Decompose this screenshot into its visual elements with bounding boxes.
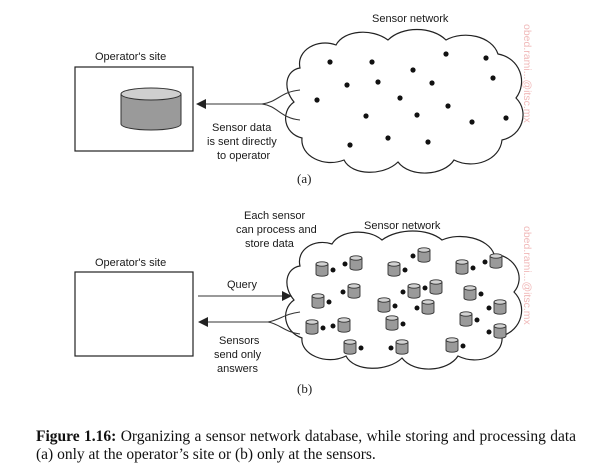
arrow-label-a-line2: is sent directly (207, 136, 277, 148)
sensor-node (414, 299, 435, 315)
operator-site-label-b: Operator's site (95, 257, 166, 269)
sensor-node (385, 315, 406, 331)
sensor-note-line3: store data (245, 238, 295, 250)
sensor-node (342, 255, 363, 271)
sensor-node (486, 323, 507, 339)
sensor-network-label-a: Sensor network (372, 13, 449, 25)
answers-label-line1: Sensors (219, 335, 260, 347)
panel-b-sublabel: (b) (297, 381, 312, 396)
sensor-node (377, 297, 398, 313)
sensor-node (400, 283, 421, 299)
arrow-label-a-line1: Sensor data (212, 122, 272, 134)
panel-b: Operator's site Each sensor can process … (74, 210, 533, 396)
watermark-b: obed.rami...@itsc.mx (521, 226, 533, 326)
sensor-note-line2: can process and (236, 224, 317, 236)
answers-label-line2: send only (214, 349, 262, 361)
panel-a-sublabel: (a) (297, 171, 311, 186)
sensor-node (445, 337, 466, 353)
sensor-node (315, 261, 336, 277)
sensor-node (463, 285, 484, 301)
sensor-node (311, 293, 332, 309)
sensor-node (410, 247, 431, 263)
query-arrow (198, 291, 292, 301)
sensor-node (455, 259, 476, 275)
operator-site-label-a: Operator's site (95, 51, 166, 63)
sensor-node (422, 279, 443, 295)
query-label: Query (227, 279, 257, 291)
sensor-network-cloud-a (285, 29, 524, 174)
panel-a: Operator's site Sensor network Sensor da… (74, 13, 533, 186)
sensor-dots-a (314, 51, 509, 148)
operator-site-box-b (74, 271, 194, 357)
sensor-nodes-b (305, 247, 507, 355)
answers-arrow (198, 311, 301, 335)
sensor-note-line1: Each sensor (244, 210, 305, 222)
sensor-node (388, 339, 409, 355)
figure-number: Figure 1.16: (36, 428, 117, 445)
sensor-node (330, 317, 351, 333)
sensor-node (340, 283, 361, 299)
sensor-node (459, 311, 480, 327)
sensor-node (486, 299, 507, 315)
arrow-label-a-line3: to operator (217, 150, 271, 162)
caption-text: Organizing a sensor network database, wh… (36, 428, 577, 463)
sensor-network-label-b: Sensor network (364, 220, 441, 232)
data-flow-arrow-a (196, 89, 301, 121)
sensor-node (482, 253, 503, 269)
figure-caption: Figure 1.16: Organizing a sensor network… (36, 428, 576, 464)
sensor-node (305, 319, 326, 335)
watermark-a: obed.rami...@itsc.mx (521, 24, 533, 124)
answers-label-line3: answers (217, 363, 258, 375)
sensor-node (387, 261, 408, 277)
database-icon (120, 87, 182, 131)
sensor-node (343, 339, 364, 355)
